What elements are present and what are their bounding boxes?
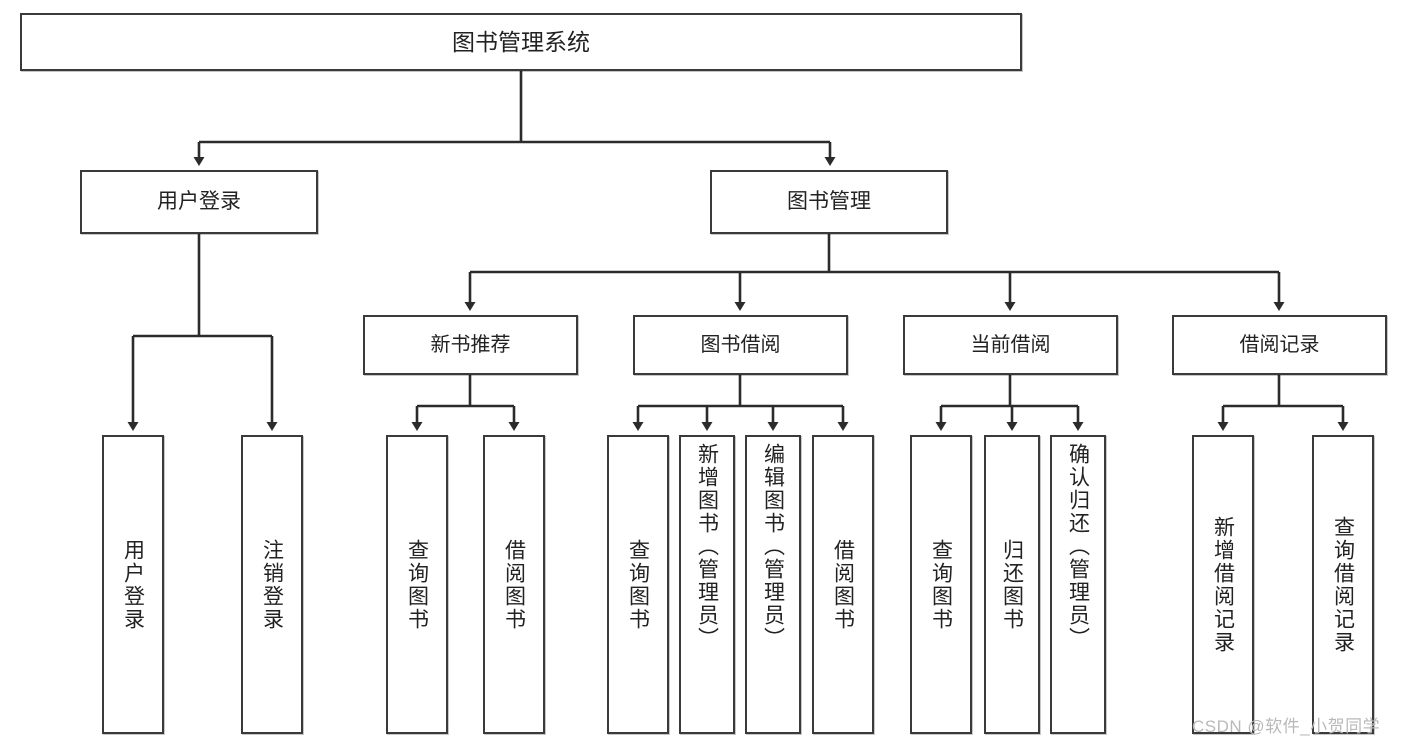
leaf-query-book-cb[interactable]: 查询图书 bbox=[910, 435, 972, 734]
node-book-management[interactable]: 图书管理 bbox=[710, 170, 948, 234]
node-current-borrow[interactable]: 当前借阅 bbox=[903, 315, 1118, 375]
node-new-book-recommend[interactable]: 新书推荐 bbox=[363, 315, 578, 375]
leaf-edit-book-admin[interactable]: 编辑图书（管理员） bbox=[745, 435, 801, 734]
node-user-login[interactable]: 用户登录 bbox=[80, 170, 318, 234]
leaf-query-book-nbr-label: 查询图书 bbox=[405, 538, 429, 631]
leaf-user-login-label: 用户登录 bbox=[121, 538, 145, 631]
node-borrow-record-label: 借阅记录 bbox=[1239, 333, 1320, 356]
leaf-edit-book-admin-label: 编辑图书（管理员） bbox=[761, 443, 785, 650]
leaf-return-book-label: 归还图书 bbox=[1000, 538, 1024, 631]
leaf-query-borrow-record[interactable]: 查询借阅记录 bbox=[1312, 435, 1374, 734]
leaf-query-book-bb-label: 查询图书 bbox=[626, 538, 650, 631]
leaf-query-book-cb-label: 查询图书 bbox=[929, 538, 953, 631]
node-root-system[interactable]: 图书管理系统 bbox=[20, 13, 1022, 71]
node-borrow-record[interactable]: 借阅记录 bbox=[1172, 315, 1387, 375]
node-book-borrow[interactable]: 图书借阅 bbox=[633, 315, 848, 375]
leaf-add-borrow-record-label: 新增借阅记录 bbox=[1211, 515, 1235, 654]
leaf-logout-label: 注销登录 bbox=[260, 538, 284, 631]
leaf-add-book-admin[interactable]: 新增图书（管理员） bbox=[679, 435, 735, 734]
leaf-user-login[interactable]: 用户登录 bbox=[102, 435, 164, 734]
node-current-borrow-label: 当前借阅 bbox=[970, 333, 1051, 356]
leaf-logout[interactable]: 注销登录 bbox=[241, 435, 303, 734]
leaf-query-book-bb[interactable]: 查询图书 bbox=[607, 435, 669, 734]
node-root-label: 图书管理系统 bbox=[452, 28, 590, 55]
node-new-book-recommend-label: 新书推荐 bbox=[430, 333, 511, 356]
leaf-borrow-book-nbr-label: 借阅图书 bbox=[502, 538, 526, 631]
leaf-borrow-book-bb-label: 借阅图书 bbox=[831, 538, 855, 631]
node-book-management-label: 图书管理 bbox=[787, 189, 871, 213]
leaf-borrow-book-nbr[interactable]: 借阅图书 bbox=[483, 435, 545, 734]
leaf-add-borrow-record[interactable]: 新增借阅记录 bbox=[1192, 435, 1254, 734]
node-user-login-label: 用户登录 bbox=[157, 189, 241, 213]
leaf-add-book-admin-label: 新增图书（管理员） bbox=[695, 443, 719, 650]
leaf-query-book-nbr[interactable]: 查询图书 bbox=[386, 435, 448, 734]
leaf-borrow-book-bb[interactable]: 借阅图书 bbox=[812, 435, 874, 734]
watermark-text: CSDN @软件_小贺同学 bbox=[1192, 717, 1381, 736]
leaf-return-book[interactable]: 归还图书 bbox=[984, 435, 1040, 734]
leaf-confirm-return-admin[interactable]: 确认归还（管理员） bbox=[1050, 435, 1106, 734]
node-book-borrow-label: 图书借阅 bbox=[700, 333, 781, 356]
leaf-confirm-return-admin-label: 确认归还（管理员） bbox=[1066, 443, 1090, 650]
leaf-query-borrow-record-label: 查询借阅记录 bbox=[1331, 515, 1355, 654]
